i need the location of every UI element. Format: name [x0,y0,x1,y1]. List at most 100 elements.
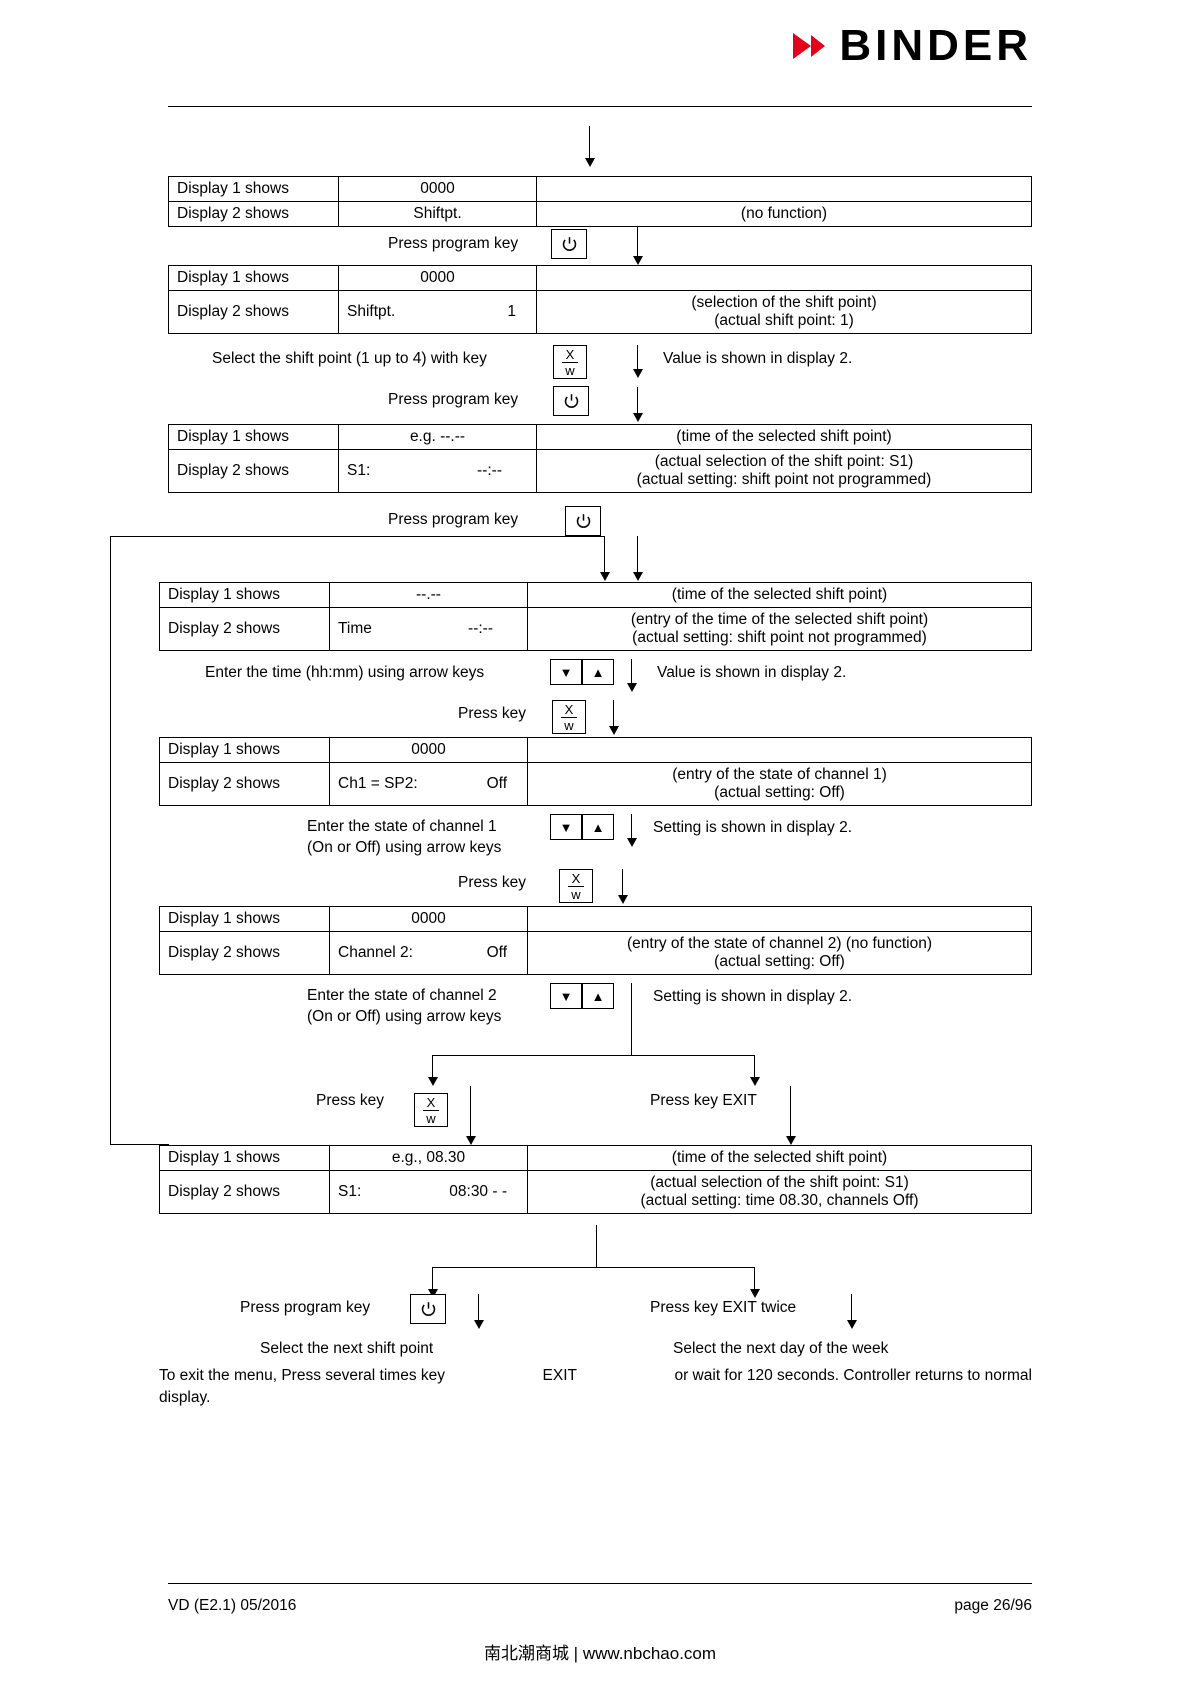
footer-center: 南北潮商城 | www.nbchao.com [483,1644,717,1663]
exit-note-part2: or wait for 120 seconds. Controller retu… [674,1367,1032,1384]
xw-key-bottom-label: w [571,886,581,902]
exit-note-part3: display. [159,1389,211,1407]
flow-arrow-5-head [632,572,643,581]
xw-key-button[interactable]: X w [553,345,587,379]
row-value: Shiftpt. [338,201,537,227]
flow-arrow-entry [589,126,590,164]
instruction-enter-channel1-line1: Enter the state of channel 1 [307,818,497,835]
caption-select-next-shift-point: Select the next shift point [260,1340,434,1357]
row-label: Display 1 shows [168,265,339,291]
flow-arrow-6 [631,659,632,689]
header-rule [168,106,1032,107]
xw-key-bottom-label: w [564,717,574,733]
exit-key-label: EXIT [722,1299,757,1316]
row-value-left: Shiftpt. [347,303,396,320]
split-bus-left-leg [432,1055,433,1083]
row-note: (actual selection of the shift point: S1… [536,449,1032,493]
note-value-shown-display2: Value is shown in display 2. [657,664,847,681]
xw-key-button[interactable]: X w [414,1093,448,1127]
split-bus-bar [432,1055,754,1056]
table-row: Display 2 shows Time --:-- (entry of the… [159,607,1032,651]
arrow-up-key-button[interactable]: ▲ [582,814,614,840]
note-setting-shown-display2: Setting is shown in display 2. [653,988,853,1005]
flow-arrow-2-head [632,369,643,378]
arrow-up-key-button[interactable]: ▲ [582,983,614,1009]
table-block4: Display 1 shows --.-- (time of the selec… [159,582,1032,651]
instruction-press-key: Press key [458,874,527,891]
caption-select-next-day: Select the next day of the week [673,1340,889,1357]
row-note [536,265,1032,291]
instruction-press-program-key: Press program key [388,511,519,528]
instruction-enter-channel2-line2: (On or Off) using arrow keys [307,1008,502,1025]
loop-rail-bottom [110,1144,169,1145]
row-value-right: 1 [507,303,516,320]
table-block2: Display 1 shows 0000 Display 2 shows Shi… [168,265,1032,334]
footer-right: page 26/96 [954,1597,1032,1614]
row-note [527,737,1032,763]
xw-key-button[interactable]: X w [559,869,593,903]
power-program-icon [420,1301,437,1318]
xw-key-bottom-label: w [426,1110,436,1126]
xw-key-button[interactable]: X w [552,700,586,734]
program-key-button[interactable] [565,506,601,536]
arrow-down-key-button[interactable]: ▼ [550,814,582,840]
row-value-right: Off [486,944,507,961]
split-bus-left-head [427,1077,438,1086]
table-row: Display 2 shows S1: 08:30 - - (actual se… [159,1170,1032,1214]
row-note: (time of the selected shift point) [527,1145,1032,1171]
program-key-button[interactable] [551,229,587,259]
flow-arrow-1 [637,226,638,262]
footer: VD (E2.1) 05/2016 page 26/96 [168,1597,1032,1615]
instruction-select-shift-point: Select the shift point (1 up to 4) with … [212,350,487,367]
row-label: Display 2 shows [159,1170,330,1214]
xw-key-top-label: X [561,348,579,363]
row-note-line2: (actual setting: Off) [714,953,845,970]
row-label: Display 2 shows [168,290,339,334]
table-row: Display 1 shows 0000 [168,176,1032,202]
row-note-line2: (actual shift point: 1) [714,312,854,329]
instruction-press-program-key: Press program key [388,391,519,408]
table-row: Display 1 shows 0000 [159,906,1032,932]
flow-arrow-9-head [617,895,628,904]
flow-arrow-3 [637,387,638,419]
row-note-line1: (actual selection of the shift point: S1… [654,453,914,470]
program-key-button[interactable] [410,1294,446,1324]
row-note-line1: (entry of the state of channel 1) [672,766,887,783]
arrow-down-key-button[interactable]: ▼ [550,659,582,685]
instruction-enter-channel2-line1: Enter the state of channel 2 [307,987,497,1004]
table-block1: Display 1 shows 0000 Display 2 shows Shi… [168,176,1032,227]
row-value-right: Off [486,775,507,792]
table-row: Display 1 shows e.g., 08.30 (time of the… [159,1145,1032,1171]
row-note [527,906,1032,932]
row-note: (entry of the state of channel 2) (no fu… [527,931,1032,975]
flow-arrow-9 [622,869,623,901]
row-value-right: --:-- [477,462,502,479]
row-note-line2: (actual setting: time 08.30, channels Of… [640,1192,919,1209]
power-program-icon [561,236,578,253]
row-value: e.g. --.-- [338,424,537,450]
split-bus2-right-leg [754,1267,755,1295]
flow-arrow-3-head [632,413,643,422]
table-row: Display 1 shows 0000 [159,737,1032,763]
flow-arrow-entry-head [584,158,595,167]
program-key-button[interactable] [553,386,589,416]
table-row: Display 2 shows Ch1 = SP2: Off (entry of… [159,762,1032,806]
flow-arrow-12 [478,1294,479,1326]
flow-arrow-7-head [608,726,619,735]
press-key-text: Press key [650,1299,719,1316]
flow-arrow-10-head [465,1136,476,1145]
split-bus-right-head [749,1077,760,1086]
row-value-left: Time [338,620,372,637]
row-value-left: S1: [338,1183,362,1200]
arrow-down-key-button[interactable]: ▼ [550,983,582,1009]
row-value: e.g., 08.30 [329,1145,528,1171]
row-note-line2: (actual setting: shift point not program… [632,629,927,646]
exit-note-exit-key: EXIT [542,1367,577,1384]
row-value-right: 08:30 - - [449,1183,507,1200]
flow-arrow-1-head [632,256,643,265]
flow-arrow-2 [637,345,638,375]
exit-note-paragraph: To exit the menu, Press several times ke… [159,1365,1032,1410]
row-label: Display 2 shows [168,449,339,493]
arrow-up-key-button[interactable]: ▲ [582,659,614,685]
